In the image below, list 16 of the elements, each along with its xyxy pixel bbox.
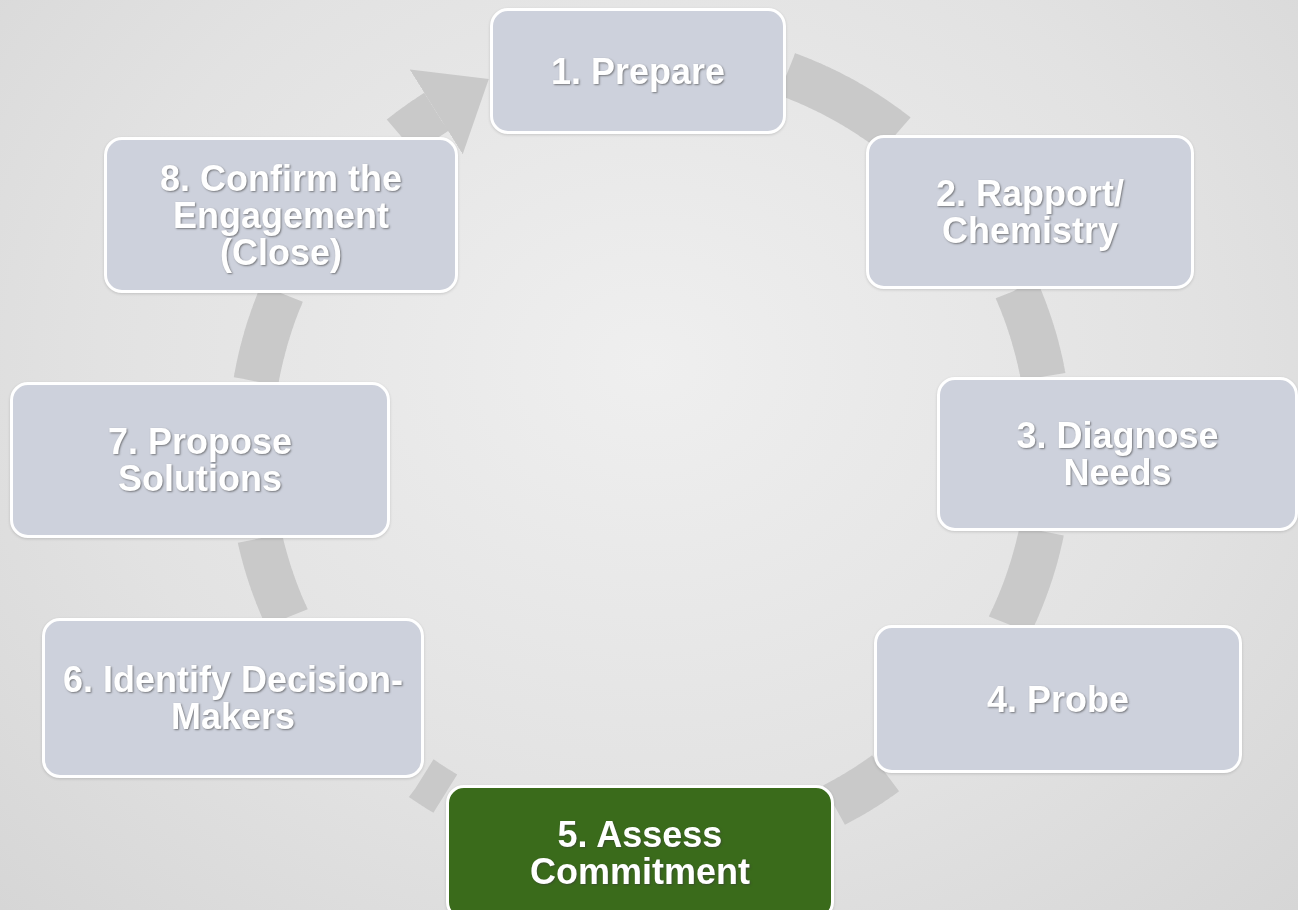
step-box <box>42 618 424 778</box>
step-label: 6. Identify Decision-Makers <box>61 661 405 735</box>
highlighted-step-box <box>446 785 834 910</box>
step-label: 2. Rapport/ Chemistry <box>935 175 1125 249</box>
step-label: 7. Propose Solutions <box>106 423 294 497</box>
step-label: 4. Probe <box>986 680 1130 718</box>
step-label: 8. Confirm the Engagement (Close) <box>159 159 403 271</box>
step-box <box>866 135 1194 289</box>
step-label: 1. Prepare <box>550 52 726 90</box>
step-box <box>937 377 1298 531</box>
step-box <box>874 625 1242 773</box>
step-box <box>10 382 390 538</box>
step-box <box>490 8 786 134</box>
step-label: 3. Diagnose Needs <box>1015 417 1220 491</box>
step-label: 5. Assess Commitment <box>529 815 751 890</box>
step-box <box>104 137 458 293</box>
